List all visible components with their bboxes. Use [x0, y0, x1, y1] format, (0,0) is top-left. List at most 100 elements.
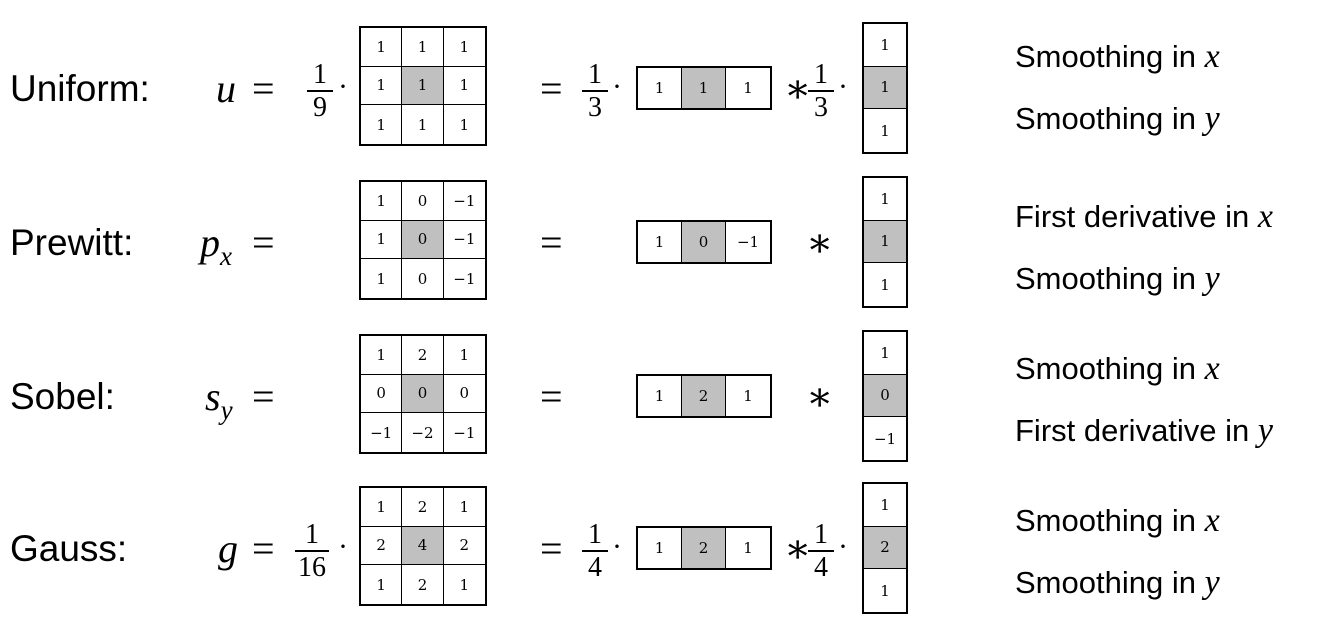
kernel-cell: 1	[864, 178, 906, 221]
kernel-cell-center: 0	[864, 374, 906, 418]
kernel-cell: 1	[743, 539, 753, 557]
kernel-cell: 1	[880, 121, 890, 140]
row-vector-factor: 1 3	[580, 60, 610, 122]
kernel-cell: 1	[880, 581, 890, 600]
fraction-numerator: 1	[814, 59, 828, 90]
kernel-cell: 1	[864, 484, 906, 527]
description-y: Smoothing in y	[1015, 260, 1220, 297]
kernel-cell: 1	[743, 79, 753, 97]
kernel-cell: 1	[402, 105, 444, 144]
multiply-dot: ·	[338, 530, 348, 563]
kernel-cell: 2	[402, 565, 444, 604]
filter-symbol: px	[200, 220, 232, 272]
kernel-cell: 1	[459, 115, 470, 134]
kernel-cell-center: 2	[864, 526, 906, 570]
description-x: Smoothing in x	[1015, 38, 1220, 75]
fraction-denominator: 16	[298, 552, 326, 583]
filter-symbol: sy	[205, 374, 233, 426]
equals-sign: =	[540, 220, 563, 265]
kernel-cell-center: 0	[682, 222, 726, 262]
fraction-numerator: 1	[588, 59, 602, 90]
description-x: Smoothing in x	[1015, 502, 1220, 539]
kernel-cell-center: 1	[864, 220, 906, 264]
fraction-bar	[307, 90, 333, 92]
multiply-dot: ·	[838, 530, 848, 563]
equals-sign: =	[540, 66, 563, 111]
convolution-operator: ∗	[806, 220, 834, 265]
fraction-denominator: 3	[588, 92, 602, 123]
kernel-cell: 1	[638, 68, 682, 108]
multiply-dot: ·	[338, 70, 348, 103]
column-vector-factor: 1 4	[806, 520, 836, 582]
description-y: First derivative in y	[1015, 412, 1273, 449]
row-vector-factor: 1 4	[580, 520, 610, 582]
kernel-cell: −1	[361, 413, 403, 452]
fraction-numerator: 1	[588, 519, 602, 550]
description-y: Smoothing in y	[1015, 564, 1220, 601]
filter-name: Gauss:	[10, 528, 128, 569]
kernel-cell: 1	[864, 332, 906, 375]
multiply-dot: ·	[612, 530, 622, 563]
filter-symbol: g	[218, 526, 238, 571]
fraction-numerator: 1	[305, 519, 319, 550]
equals-sign: =	[540, 374, 563, 419]
kernel-cell: 1	[402, 28, 444, 67]
description-x: First derivative in x	[1015, 198, 1273, 235]
kernel-cell: 1	[443, 67, 485, 106]
fraction-denominator: 4	[814, 552, 828, 583]
kernel-cell: 1	[638, 528, 682, 568]
convolution-operator: ∗	[784, 526, 812, 571]
kernel-cell: 1	[361, 105, 403, 144]
kernel-cell: −1	[453, 269, 476, 288]
kernel-cell: 1	[361, 488, 403, 527]
fraction-bar	[582, 550, 608, 552]
kernel-cell: −1	[873, 429, 897, 448]
kernel-cell: 1	[443, 28, 485, 67]
filter-symbol: u	[216, 66, 236, 111]
kernel-cell: 1	[459, 575, 470, 594]
fraction-numerator: 1	[814, 519, 828, 550]
kernel-cell: 1	[864, 24, 906, 67]
equals-sign: =	[252, 374, 275, 419]
convolution-operator: ∗	[806, 374, 834, 419]
kernel-cell-center: 1	[682, 68, 726, 108]
kernel-cell: 1	[743, 387, 753, 405]
equals-sign: =	[252, 66, 275, 111]
kernel-cell: 2	[443, 527, 485, 566]
kernel-cell: 0	[443, 375, 485, 414]
prefactor-fraction: 1 16	[293, 520, 331, 582]
kernel-cell-center: 1	[402, 66, 444, 106]
kernel-cell-center: 1	[864, 66, 906, 110]
kernel-cell: 1	[443, 336, 485, 375]
kernel-cell: 1	[361, 259, 403, 298]
kernel-cell: 1	[638, 222, 682, 262]
kernel-cell: 1	[361, 336, 403, 375]
convolution-operator: ∗	[784, 66, 812, 111]
kernel-cell: 1	[361, 28, 403, 67]
equals-sign: =	[252, 220, 275, 265]
equals-sign: =	[540, 526, 563, 571]
kernel-cell: 1	[361, 182, 403, 221]
kernel-cell: 1	[361, 565, 403, 604]
fraction-denominator: 4	[588, 552, 602, 583]
kernel-cell-center: 0	[402, 374, 444, 414]
kernel-cell-center: 0	[402, 220, 444, 260]
kernel-cell: 2	[402, 336, 444, 375]
description-x: Smoothing in x	[1015, 350, 1220, 387]
kernel-cell: 1	[443, 488, 485, 527]
kernel-cell: 0	[361, 374, 403, 414]
filter-name: Prewitt:	[10, 222, 134, 263]
prefactor-fraction: 1 9	[305, 60, 335, 122]
kernel-cell: −1	[443, 182, 485, 221]
description-y: Smoothing in y	[1015, 100, 1220, 137]
kernel-cell: 1	[361, 66, 403, 106]
